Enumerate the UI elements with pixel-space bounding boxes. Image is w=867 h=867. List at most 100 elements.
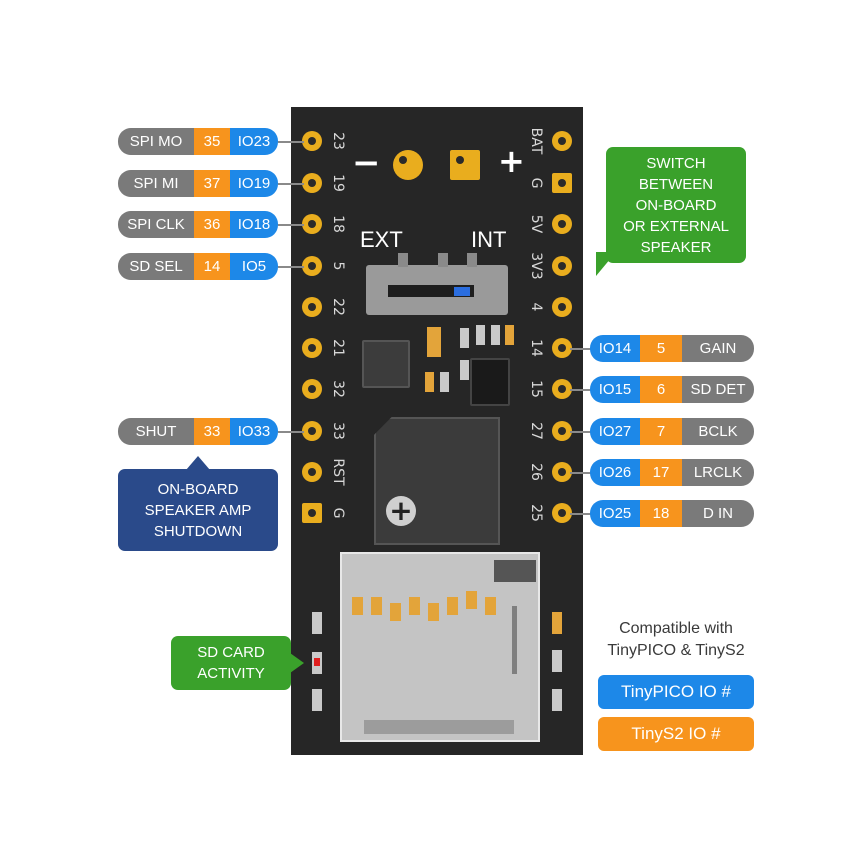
- pin-label-left: RST: [330, 458, 346, 486]
- tinys2-io: 7: [640, 418, 682, 445]
- pin-label-right: 3V3: [528, 252, 544, 280]
- pad-right-bat: [552, 131, 572, 151]
- function-name: BCLK: [682, 418, 754, 445]
- pin-label-left: 23: [330, 132, 346, 150]
- tinys2-io: 5: [640, 335, 682, 362]
- sd-slot-spring: [512, 606, 517, 674]
- slide-switch: [366, 265, 508, 315]
- tinypico-io: IO25: [590, 500, 640, 527]
- leader-line: [278, 266, 304, 268]
- pin-label-right: 4: [528, 302, 544, 312]
- resistor: [312, 612, 322, 634]
- callout-line: SPEAKER: [640, 238, 712, 256]
- sd-contact: [485, 597, 496, 615]
- pin-tag-shut: SHUT 33 IO33: [118, 418, 278, 445]
- pin-label-left: 5: [330, 261, 346, 271]
- function-name: D IN: [682, 500, 754, 527]
- callout-line: SWITCH: [646, 154, 706, 172]
- pad-left-32: [302, 379, 322, 399]
- pad-left-21: [302, 338, 322, 358]
- qfn-chip: [362, 340, 410, 388]
- pad-left-18: [302, 214, 322, 234]
- pin-label-left: 33: [330, 422, 346, 440]
- function-name: SPI MO: [118, 128, 194, 155]
- legend-tinys2: TinyS2 IO #: [598, 717, 754, 751]
- pin-label-right: 27: [528, 422, 544, 440]
- pin-tag-sd-sel: SD SEL 14 IO5: [118, 253, 278, 280]
- leader-line: [278, 224, 304, 226]
- pin-label-right: 14: [528, 339, 544, 357]
- callout-line: ON-BOARD: [635, 196, 717, 214]
- resistor: [552, 650, 562, 672]
- callout-line: ON-BOARD: [157, 480, 239, 498]
- pin-label-right: G: [528, 177, 544, 189]
- pin-label-right: 25: [528, 504, 544, 522]
- plus-sign: +: [498, 142, 525, 180]
- tinypico-io: IO18: [230, 211, 278, 238]
- pad-right-15: [552, 379, 572, 399]
- resistor: [505, 325, 514, 345]
- pin-tag-d-in: IO25 18 D IN: [590, 500, 754, 527]
- pad-left-5: [302, 256, 322, 276]
- callout-switch: SWITCH BETWEEN ON-BOARD OR EXTERNAL SPEA…: [606, 147, 746, 263]
- pad-left-22: [302, 297, 322, 317]
- pad-right-4: [552, 297, 572, 317]
- pad-left-33: [302, 421, 322, 441]
- tinypico-io: IO33: [230, 418, 278, 445]
- tinys2-io: 37: [194, 170, 230, 197]
- pad-left-23: [302, 131, 322, 151]
- tinys2-io: 17: [640, 459, 682, 486]
- pin-label-left: 21: [330, 339, 346, 357]
- sd-card-slot: [340, 552, 540, 742]
- resistor: [491, 325, 500, 345]
- callout-line: SD CARD: [197, 644, 265, 661]
- tinypico-io: IO14: [590, 335, 640, 362]
- callout-line: SHUTDOWN: [153, 522, 243, 540]
- resistor: [312, 689, 322, 711]
- callout-pointer: [186, 456, 210, 470]
- leader-line: [570, 389, 592, 391]
- function-name: LRCLK: [682, 459, 754, 486]
- compat-text-line1: Compatible with: [619, 620, 733, 637]
- speaker-terminal-negative: [393, 150, 423, 180]
- tinys2-io: 14: [194, 253, 230, 280]
- tinypico-io: IO23: [230, 128, 278, 155]
- switch-ext-label: EXT: [360, 227, 403, 252]
- resistor: [425, 372, 434, 392]
- callout-line: BETWEEN: [638, 175, 714, 193]
- pin-label-left: 22: [330, 298, 346, 316]
- pad-right-3v3: [552, 256, 572, 276]
- pad-left-rst: [302, 462, 322, 482]
- tinypico-io: IO15: [590, 376, 640, 403]
- sd-contact: [447, 597, 458, 615]
- callout-line: SPEAKER AMP: [144, 501, 252, 519]
- pin-tag-lrclk: IO26 17 LRCLK: [590, 459, 754, 486]
- sd-contact: [428, 603, 439, 621]
- callout-shutdown: ON-BOARD SPEAKER AMP SHUTDOWN: [118, 469, 278, 551]
- minus-sign: −: [352, 143, 381, 183]
- speaker-terminal-positive: [450, 150, 480, 180]
- legend-tinypico: TinyPICO IO #: [598, 675, 754, 709]
- leader-line: [570, 348, 592, 350]
- callout-pointer: [290, 653, 304, 673]
- tinys2-io: 35: [194, 128, 230, 155]
- leader-line: [278, 183, 304, 185]
- pin-label-right: 5V: [528, 214, 544, 234]
- resistor: [460, 328, 469, 348]
- pin-tag-sd-det: IO15 6 SD DET: [590, 376, 754, 403]
- pin-tag-spi-mo: SPI MO 35 IO23: [118, 128, 278, 155]
- compat-text-line2: TinyPICO & TinyS2: [607, 642, 745, 659]
- pin-tag-bclk: IO27 7 BCLK: [590, 418, 754, 445]
- sd-slot-notch: [494, 560, 536, 582]
- pin-tag-gain: IO14 5 GAIN: [590, 335, 754, 362]
- pin-label-right: 26: [528, 463, 544, 481]
- callout-line: ACTIVITY: [197, 665, 265, 682]
- sd-contact: [466, 591, 477, 609]
- switch-tab-right: [467, 253, 477, 267]
- switch-tab-mid: [438, 253, 448, 267]
- pin-label-left: 32: [330, 380, 346, 398]
- pad-right-5v: [552, 214, 572, 234]
- resistor: [440, 372, 449, 392]
- tinypico-io: IO5: [230, 253, 278, 280]
- tinys2-io: 6: [640, 376, 682, 403]
